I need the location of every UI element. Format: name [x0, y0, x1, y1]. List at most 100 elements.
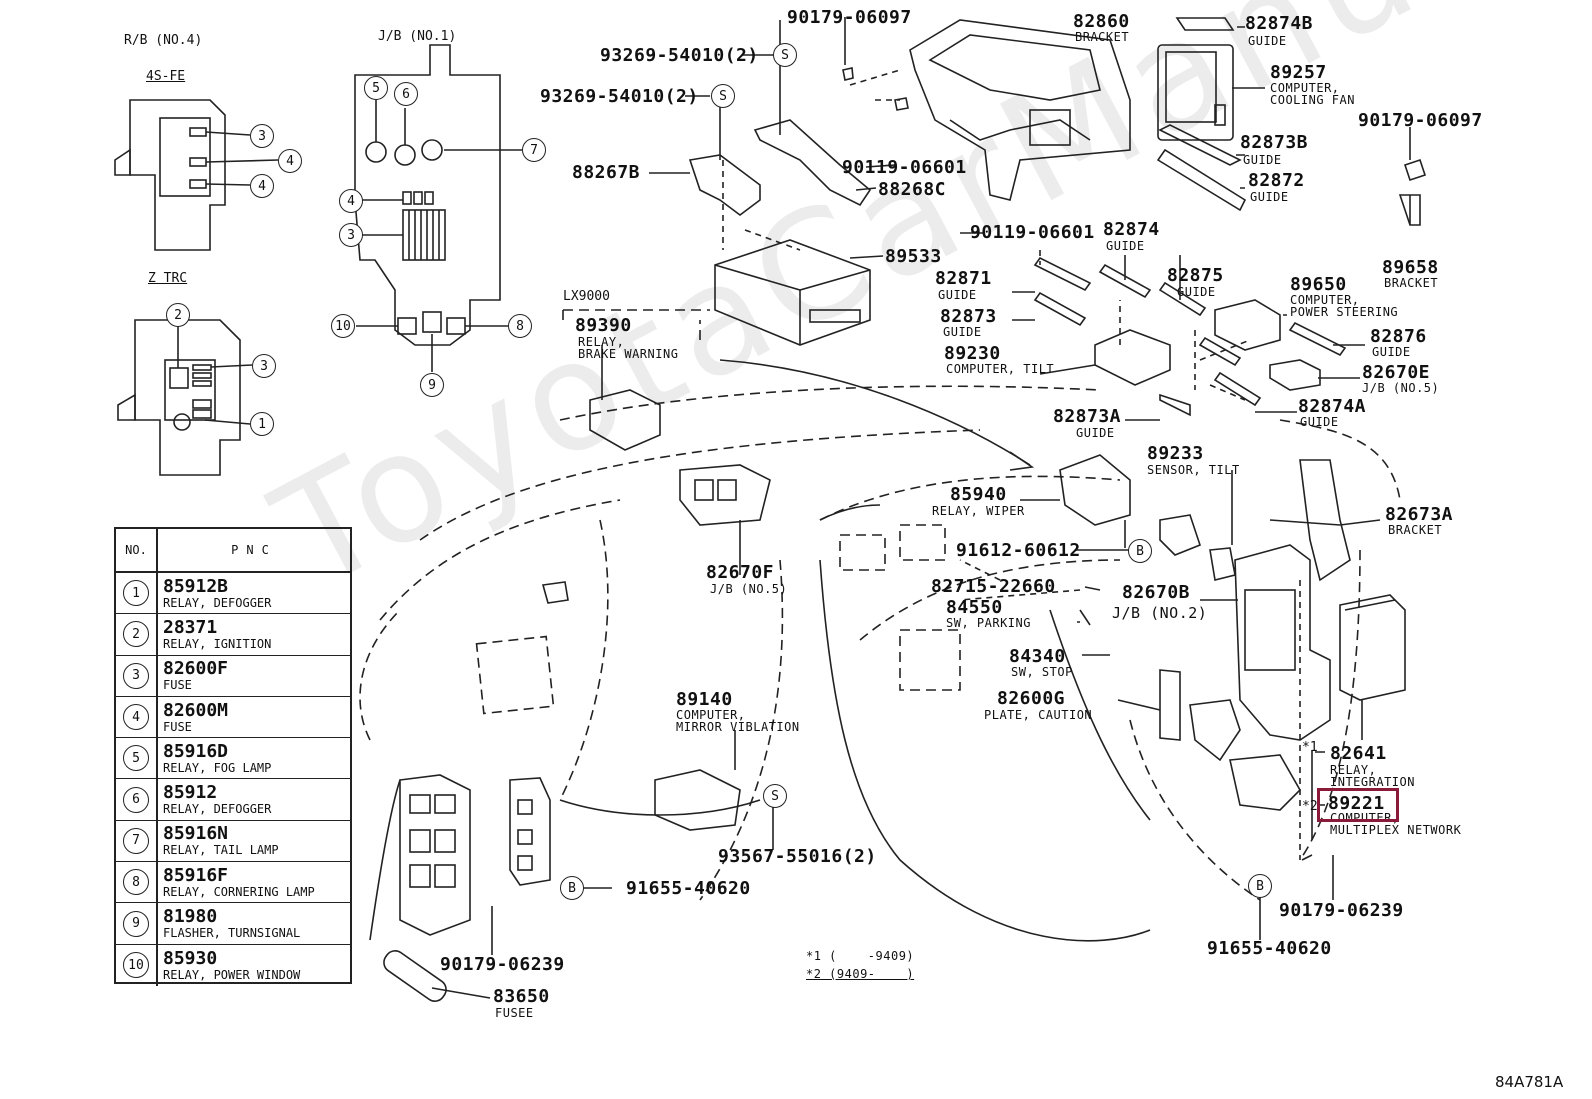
row-no-circle: 2: [123, 621, 149, 648]
callout-3: 3: [339, 223, 363, 247]
row-no-cell: 6: [116, 779, 158, 820]
part-name-82670F: J/B (NO.5): [710, 582, 788, 596]
jb-dashed-links: [722, 69, 1301, 860]
part-name-82872: GUIDE: [1250, 190, 1289, 204]
part-name-82874A: GUIDE: [1300, 415, 1339, 429]
row-no-cell: 5: [116, 738, 158, 779]
part-number-82715-22660: 82715-22660: [931, 576, 1056, 597]
part-name-89257: COMPUTER, COOLING FAN: [1270, 81, 1355, 107]
part-name-82871: GUIDE: [938, 288, 977, 302]
part-number-83650: 83650: [493, 986, 550, 1007]
star1-marker: *1: [1302, 740, 1318, 755]
row-no-cell: 9: [116, 903, 158, 944]
row-part-number: 81980: [163, 906, 218, 928]
part-number-91612-60612: 91612-60612: [956, 540, 1081, 561]
part-number-84340: 84340: [1009, 646, 1066, 667]
part-number-90179-06097: 90179-06097: [1358, 110, 1483, 131]
part-number-82670B: 82670B: [1122, 582, 1191, 603]
lower-left-relays: [383, 581, 741, 1002]
part-number-89233: 89233: [1147, 443, 1204, 464]
row-no-circle: 7: [123, 827, 149, 854]
row-no-circle: 1: [123, 580, 149, 607]
part-number-82600G: 82600G: [997, 688, 1066, 709]
row-part-number: 82600F: [163, 658, 229, 680]
part-number-89221: 89221: [1328, 793, 1385, 814]
part-name-82641: RELAY, INTEGRATION: [1330, 763, 1415, 789]
bracket-82860-drawing: [909, 19, 1131, 201]
row-no-cell: 1: [116, 573, 158, 614]
footnote-line-1: *1 ( -9409): [806, 949, 915, 963]
pnc-header-pnc: PNC: [231, 543, 277, 557]
part-number-82670F: 82670F: [706, 562, 775, 583]
trc-inset-drawing: [117, 319, 253, 476]
part-name-82873B: GUIDE: [1243, 153, 1282, 167]
lx-inset-title: LX9000: [563, 289, 610, 304]
part-number-82874A: 82874A: [1298, 396, 1367, 417]
pointer-arrow: [719, 359, 1035, 471]
callout-9: 9: [420, 373, 444, 397]
part-number-82872: 82872: [1248, 170, 1305, 191]
callout-4: 4: [339, 189, 363, 213]
row-part-name: RELAY, DEFOGGER: [163, 595, 272, 610]
part-number-88267B: 88267B: [572, 162, 641, 183]
trc-inset-title: Z TRC: [148, 271, 188, 286]
star2-marker: *2: [1302, 799, 1318, 814]
row-part-name: FUSE: [163, 678, 192, 693]
computer-89533-drawing: [714, 239, 871, 346]
rb-inset-title: R/B (NO.4): [124, 33, 203, 48]
row-no-circle: 3: [123, 662, 149, 689]
row-no-cell: 3: [116, 655, 158, 696]
part-name-89233: SENSOR, TILT: [1147, 463, 1240, 477]
part-name-83650: FUSEE: [495, 1006, 534, 1020]
row-part-name: RELAY, POWER WINDOW: [163, 967, 301, 982]
part-number-93269-54010: 93269-54010(2): [540, 86, 699, 107]
part-number-89390: 89390: [575, 315, 632, 336]
part-name-82600G: PLATE, CAUTION: [984, 708, 1093, 722]
callout-5: 5: [364, 76, 388, 100]
part-number-88268C: 88268C: [878, 179, 947, 200]
middle-relays: [589, 389, 1236, 581]
part-number-90179-06239: 90179-06239: [1279, 900, 1404, 921]
jb-inset-title: J/B (NO.1): [378, 29, 457, 44]
part-number-93567-55016: 93567-55016(2): [718, 846, 877, 867]
row-part-name: RELAY, CORNERING LAMP: [163, 884, 315, 899]
part-number-90119-06601: 90119-06601: [842, 157, 967, 178]
b-marker: B: [1128, 539, 1152, 563]
leader-lines: [431, 17, 1411, 999]
pnc-header-no: NO.: [116, 529, 158, 571]
part-number-82673A: 82673A: [1385, 504, 1454, 525]
b-marker: B: [1248, 874, 1272, 898]
part-number-89230: 89230: [944, 343, 1001, 364]
part-name-82875: GUIDE: [1177, 285, 1216, 299]
callout-3: 3: [252, 354, 276, 378]
row-no-cell: 2: [116, 614, 158, 655]
part-name-82670E: J/B (NO.5): [1362, 381, 1440, 395]
row-no-circle: 4: [123, 704, 149, 731]
row-part-name: RELAY, DEFOGGER: [163, 802, 272, 817]
part-number-82876: 82876: [1370, 326, 1427, 347]
part-name-82876: GUIDE: [1372, 345, 1411, 359]
s-marker: S: [711, 84, 735, 108]
row-no-circle: 8: [123, 869, 149, 896]
row-no-circle: 9: [123, 910, 149, 937]
part-number-82873: 82873: [940, 306, 997, 327]
row-no-cell: 4: [116, 696, 158, 738]
dashboard-outline: [359, 309, 1401, 901]
part-name-82874B: GUIDE: [1248, 34, 1287, 48]
part-name-82670B: J/B (NO.2): [1112, 604, 1208, 622]
